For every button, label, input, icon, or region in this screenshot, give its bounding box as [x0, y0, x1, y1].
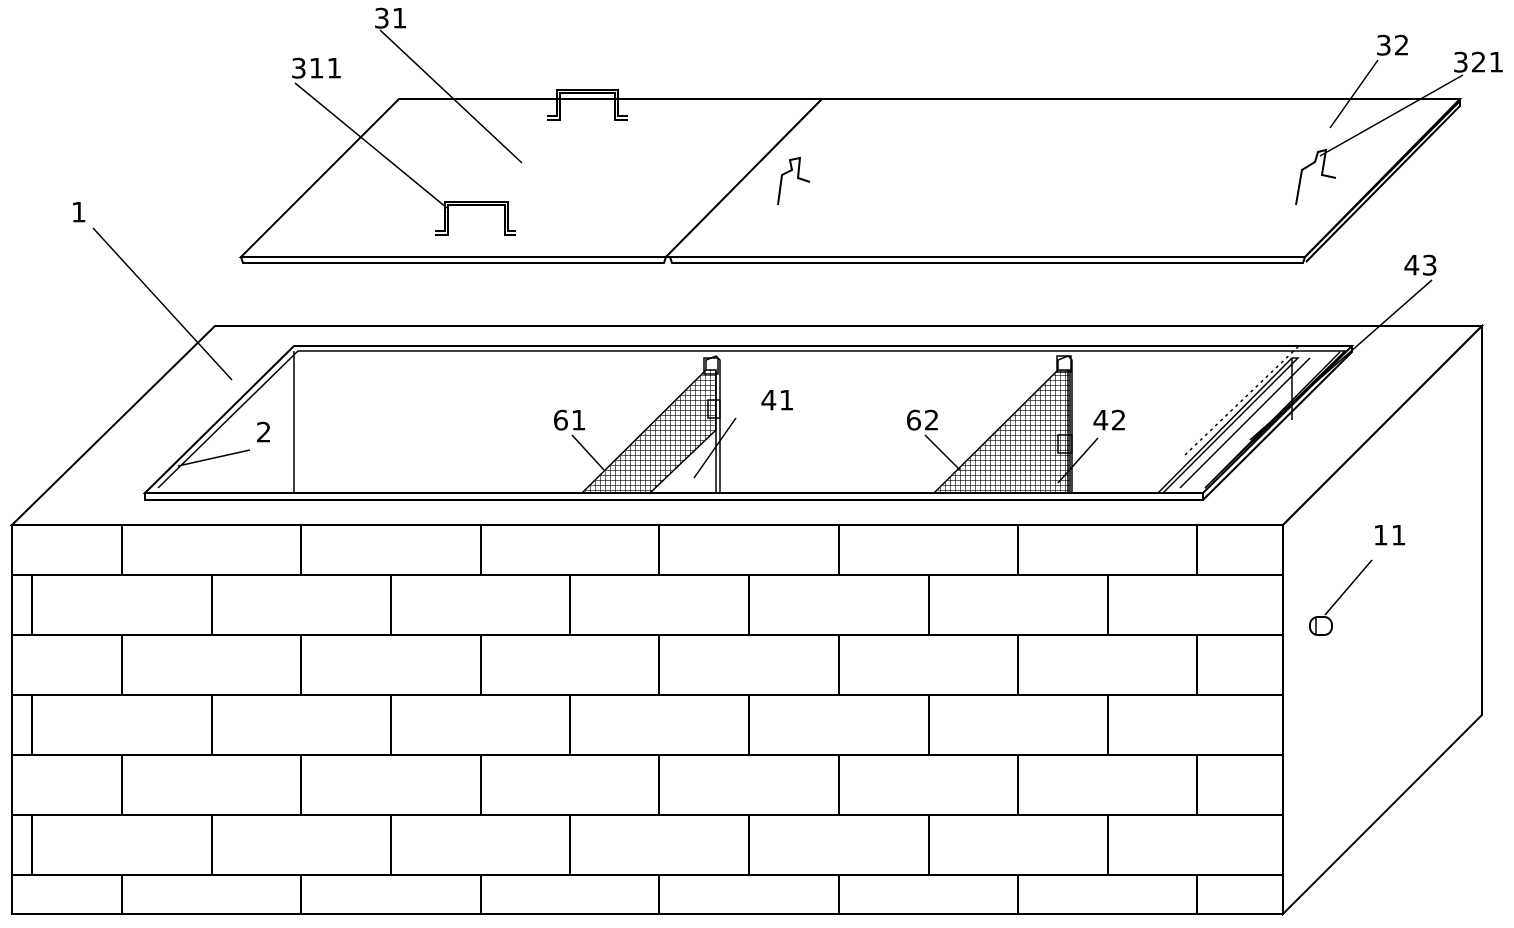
label-42: 42	[1092, 404, 1128, 437]
brick-pattern	[12, 525, 1283, 914]
divider-62-mesh	[932, 369, 1071, 494]
partition-43	[1157, 357, 1311, 494]
label-31: 31	[373, 2, 409, 35]
hook-center	[777, 156, 811, 206]
label-41: 41	[760, 384, 796, 417]
leader-lines	[92, 29, 1464, 616]
label-11: 11	[1372, 519, 1408, 552]
reference-labels: 1 2 31 311 32 321 43 41 42 61 62 11	[70, 2, 1505, 552]
tank-opening	[142, 344, 1355, 501]
label-62: 62	[905, 404, 941, 437]
outlet-11	[1309, 616, 1333, 636]
label-321: 321	[1452, 46, 1505, 79]
handle-311	[435, 201, 516, 236]
hook-321	[1295, 148, 1337, 206]
flange-2	[157, 350, 1347, 489]
label-1: 1	[70, 196, 88, 229]
handle-top	[547, 89, 628, 121]
label-43: 43	[1403, 249, 1439, 282]
lid-assembly	[238, 89, 1463, 264]
lid-panel-right	[663, 98, 1463, 258]
label-311: 311	[290, 52, 343, 85]
label-32: 32	[1375, 29, 1411, 62]
label-61: 61	[552, 404, 588, 437]
label-2: 2	[255, 416, 273, 449]
box-front-face	[11, 524, 1284, 915]
